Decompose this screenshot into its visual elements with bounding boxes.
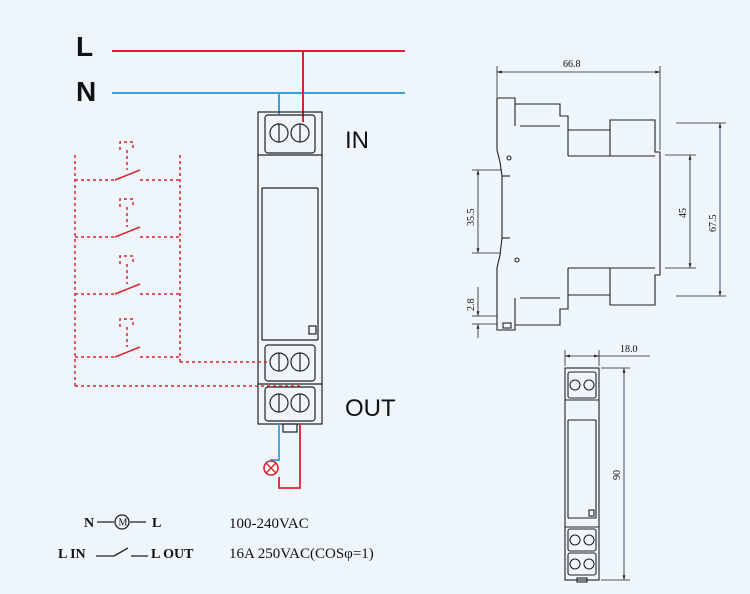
- coil-rating: 100-240VAC: [229, 516, 309, 532]
- side-view-dimensions: [472, 66, 726, 338]
- dim-front-width: 18.0: [620, 344, 638, 355]
- control-switches: [74, 141, 300, 387]
- lamp-icon: [263, 460, 279, 476]
- dim-height-outer: 67.5: [708, 215, 719, 233]
- in-label: IN: [345, 127, 369, 154]
- load-line-wire: [278, 424, 301, 489]
- front-view-dimensions: [564, 350, 650, 581]
- dim-foot: 2.8: [466, 299, 477, 312]
- coil-symbol: M: [119, 518, 128, 529]
- neutral-label: N: [76, 76, 96, 107]
- legend-contact: L IN L OUT 16A 250VAC(COSφ=1): [58, 546, 374, 562]
- contact-right-label: L OUT: [151, 547, 194, 562]
- dim-height-inner: 45: [678, 208, 689, 218]
- switch-blades: [114, 169, 141, 358]
- load-neutral-wire: [270, 424, 280, 461]
- out-label: OUT: [345, 395, 396, 422]
- contact-rating: 16A 250VAC(COSφ=1): [229, 546, 374, 562]
- coil-right-label: L: [152, 516, 161, 531]
- dim-height-left: 35.5: [466, 209, 477, 227]
- dim-front-height: 90: [612, 470, 623, 480]
- legend-coil: N M L 100-240VAC: [84, 514, 309, 532]
- contact-icon: [113, 547, 129, 557]
- contactor-module: [257, 111, 323, 433]
- coil-icon: [114, 514, 130, 530]
- dim-width: 66.8: [563, 59, 581, 70]
- side-view-drawing: [496, 97, 661, 331]
- line-label: L: [76, 31, 93, 62]
- contact-left-label: L IN: [58, 547, 86, 562]
- coil-left-label: N: [84, 516, 94, 531]
- front-view-drawing: [564, 367, 600, 583]
